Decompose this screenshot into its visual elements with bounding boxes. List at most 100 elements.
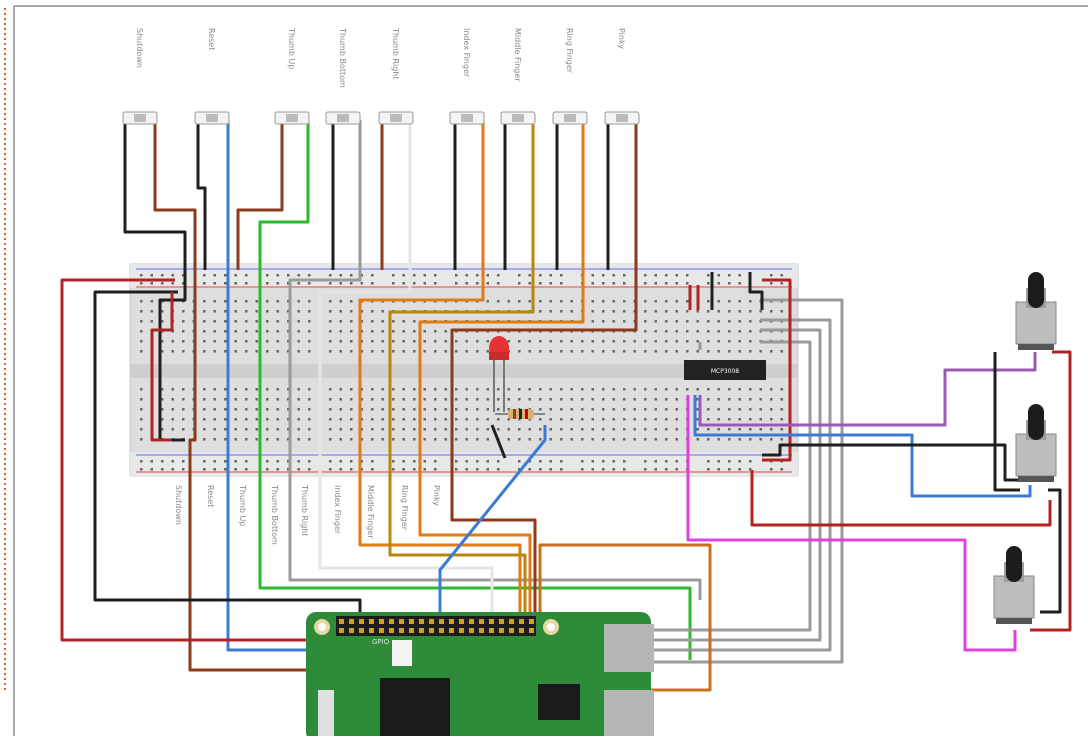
breadboard-hole: [402, 438, 405, 441]
breadboard-hole: [455, 350, 458, 353]
breadboard-hole: [539, 350, 542, 353]
breadboard-hole: [140, 274, 143, 277]
breadboard-hole: [287, 320, 290, 323]
breadboard-hole: [308, 388, 311, 391]
breadboard-hole: [266, 330, 269, 333]
breadboard-hole: [549, 418, 552, 421]
breadboard-hole: [360, 274, 363, 277]
breadboard-hole: [276, 438, 279, 441]
breadboard-hole: [518, 282, 521, 285]
breadboard-hole: [213, 300, 216, 303]
breadboard-hole: [507, 340, 510, 343]
breadboard-hole: [486, 300, 489, 303]
breadboard-hole: [738, 282, 741, 285]
breadboard-hole: [539, 310, 542, 313]
gpio-pin: [449, 619, 454, 624]
breadboard-hole: [266, 340, 269, 343]
breadboard-hole: [266, 398, 269, 401]
breadboard-hole: [413, 418, 416, 421]
breadboard-hole: [402, 320, 405, 323]
breadboard-hole: [266, 300, 269, 303]
breadboard-hole: [728, 330, 731, 333]
breadboard-hole: [591, 398, 594, 401]
breadboard-hole: [371, 350, 374, 353]
breadboard-hole: [623, 350, 626, 353]
breadboard-hole: [707, 340, 710, 343]
breadboard-hole: [644, 460, 647, 463]
breadboard-hole: [654, 398, 657, 401]
breadboard-hole: [276, 282, 279, 285]
gpio-pin: [389, 619, 394, 624]
breadboard-hole: [161, 398, 164, 401]
breadboard-hole: [444, 408, 447, 411]
breadboard-hole: [182, 350, 185, 353]
breadboard-hole: [140, 320, 143, 323]
breadboard-hole: [749, 460, 752, 463]
breadboard-hole: [140, 438, 143, 441]
breadboard-hole: [339, 438, 342, 441]
breadboard-hole: [465, 274, 468, 277]
breadboard-hole: [476, 460, 479, 463]
breadboard-hole: [539, 340, 542, 343]
breadboard-hole: [308, 320, 311, 323]
breadboard-hole: [675, 408, 678, 411]
breadboard-hole: [213, 428, 216, 431]
breadboard-hole: [518, 340, 521, 343]
breadboard-hole: [738, 320, 741, 323]
breadboard-hole: [392, 398, 395, 401]
breadboard-hole: [182, 282, 185, 285]
breadboard-hole: [350, 428, 353, 431]
breadboard-hole: [602, 300, 605, 303]
breadboard-hole: [213, 340, 216, 343]
breadboard-hole: [623, 438, 626, 441]
breadboard-hole: [686, 350, 689, 353]
breadboard-hole: [696, 398, 699, 401]
button-label-thumb_bottom: Thumb Bottom: [338, 27, 347, 88]
breadboard-hole: [224, 408, 227, 411]
breadboard-hole: [213, 282, 216, 285]
breadboard-hole: [308, 408, 311, 411]
breadboard-hole: [518, 300, 521, 303]
breadboard-hole: [245, 398, 248, 401]
breadboard-hole: [696, 310, 699, 313]
breadboard-hole: [623, 310, 626, 313]
breadboard-hole: [549, 438, 552, 441]
push-button-pinky: [604, 111, 640, 125]
breadboard-hole: [665, 388, 668, 391]
breadboard-hole: [255, 408, 258, 411]
breadboard-hole: [150, 460, 153, 463]
bottom-label: Thumb Up: [238, 484, 247, 526]
breadboard-hole: [780, 350, 783, 353]
breadboard-hole: [287, 350, 290, 353]
breadboard-hole: [287, 282, 290, 285]
breadboard-hole: [633, 428, 636, 431]
breadboard-hole: [549, 388, 552, 391]
breadboard-hole: [654, 468, 657, 471]
breadboard-hole: [497, 398, 500, 401]
breadboard-hole: [560, 408, 563, 411]
breadboard-hole: [308, 340, 311, 343]
breadboard-hole: [644, 310, 647, 313]
breadboard-hole: [549, 340, 552, 343]
breadboard-hole: [224, 428, 227, 431]
breadboard-hole: [749, 310, 752, 313]
breadboard-hole: [371, 460, 374, 463]
breadboard-hole: [497, 428, 500, 431]
breadboard-hole: [696, 428, 699, 431]
breadboard-hole: [413, 438, 416, 441]
breadboard-hole: [707, 300, 710, 303]
breadboard-hole: [623, 300, 626, 303]
breadboard-hole: [276, 418, 279, 421]
breadboard-hole: [728, 398, 731, 401]
breadboard-hole: [360, 350, 363, 353]
breadboard-hole: [539, 418, 542, 421]
breadboard-hole: [644, 398, 647, 401]
breadboard-hole: [486, 388, 489, 391]
gpio-pin: [399, 628, 404, 633]
breadboard-hole: [360, 418, 363, 421]
breadboard-hole: [402, 468, 405, 471]
wire-red-rail-left: [150, 292, 174, 442]
breadboard-hole: [140, 408, 143, 411]
breadboard-hole: [339, 330, 342, 333]
